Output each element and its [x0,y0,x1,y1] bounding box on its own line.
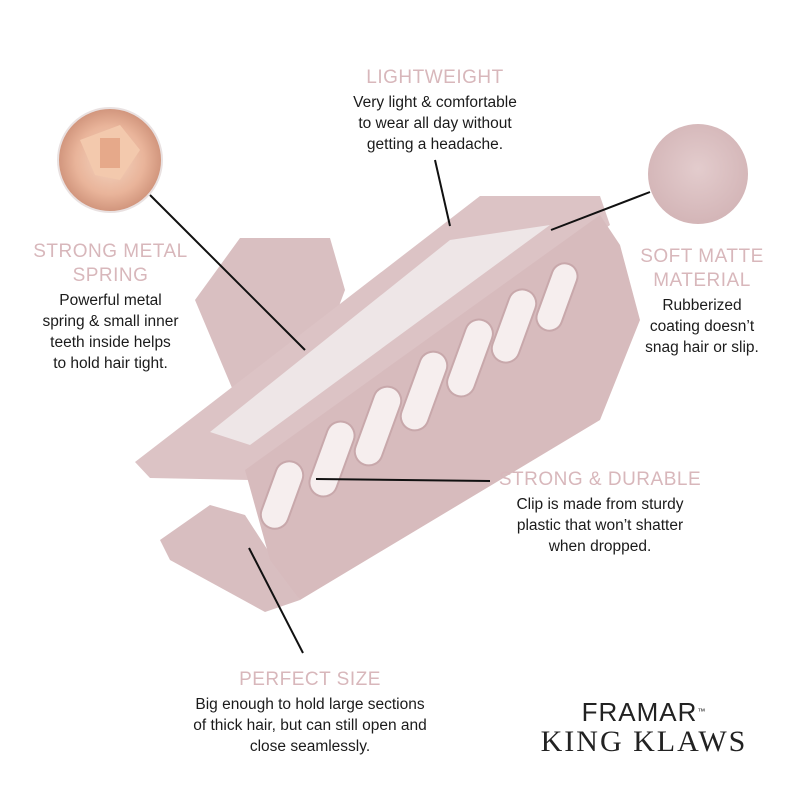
callout-title: STRONG & DURABLE [498,469,702,490]
brand-name: FRAMAR [581,697,698,727]
matte-texture-swatch [648,124,748,224]
brand-logo: FRAMAR™ KING KLAWS [534,698,754,758]
callout-body: Powerful metal spring & small inner teet… [42,292,179,372]
trademark: ™ [697,707,707,716]
callout-body: Clip is made from sturdy plastic that wo… [516,496,684,555]
callout-title: SOFT MATTE MATERIAL [640,246,764,291]
leader-lightweight [434,159,451,227]
callout-body: Very light & comfortable to wear all day… [353,94,517,153]
clip-lower-jaw [160,505,300,612]
callout-lightweight: LIGHTWEIGHT Very light & comfortable to … [320,66,550,155]
callout-size: PERFECT SIZE Big enough to hold large se… [160,668,460,757]
callout-title: STRONG METAL SPRING [33,241,188,286]
callout-title: PERFECT SIZE [239,669,381,690]
leader-size [248,547,304,654]
clip-slots [259,262,579,530]
leader-matte [550,191,651,231]
callout-body: Rubberized coating doesn’t snag hair or … [645,297,759,356]
leader-spring [149,194,306,351]
callout-title: LIGHTWEIGHT [366,67,504,88]
callout-body: Big enough to hold large sections of thi… [193,696,427,755]
callout-matte: SOFT MATTE MATERIAL Rubberized coating d… [622,245,782,358]
callout-durable: STRONG & DURABLE Clip is made from sturd… [490,468,710,557]
callout-spring: STRONG METAL SPRING Powerful metal sprin… [18,240,203,374]
leader-durable [315,478,491,482]
brand-product: KING KLAWS [540,725,748,758]
